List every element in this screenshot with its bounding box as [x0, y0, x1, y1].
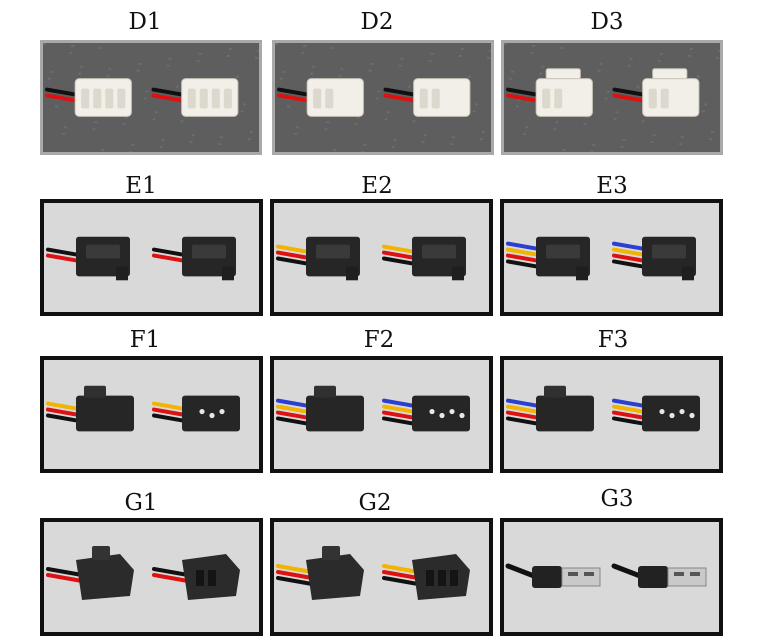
- connector-photo-art: [504, 203, 719, 312]
- connector-photo-art: [44, 360, 259, 469]
- connector-photo-art: [274, 522, 489, 632]
- label-D3: D3: [590, 9, 624, 35]
- connector-half: [506, 68, 593, 117]
- connector-half: [382, 554, 470, 600]
- connector-photo-art: [274, 203, 489, 312]
- photo-D3: [501, 40, 723, 155]
- connector-half: [46, 546, 134, 600]
- label-F1: F1: [129, 327, 161, 353]
- label-G1: G1: [124, 490, 158, 516]
- connector-photo-art: [44, 522, 259, 632]
- connector-half: [612, 395, 700, 432]
- photo-F1: [40, 356, 263, 473]
- connector-half: [152, 236, 236, 281]
- label-D1: D1: [128, 9, 162, 35]
- connector-photo-art: [504, 522, 719, 632]
- connector-photo-art: [275, 43, 491, 152]
- connector-half: [505, 563, 601, 588]
- connector-half: [152, 554, 240, 600]
- connector-half: [612, 68, 700, 117]
- connector-half: [383, 78, 471, 117]
- connector-half: [382, 236, 466, 281]
- photo-F2: [270, 356, 493, 473]
- connector-half: [276, 385, 364, 432]
- connector-half: [152, 395, 240, 432]
- connector-photo-art: [504, 360, 719, 469]
- photo-G1: [40, 518, 263, 636]
- connector-half: [45, 78, 132, 117]
- photo-F3: [500, 356, 723, 473]
- connector-half: [46, 236, 130, 281]
- connector-photo-art: [44, 203, 259, 312]
- label-E2: E2: [361, 173, 393, 199]
- connector-half: [506, 236, 590, 281]
- photo-G2: [270, 518, 493, 636]
- connector-half: [277, 78, 364, 117]
- label-E1: E1: [125, 173, 157, 199]
- label-G3: G3: [600, 486, 634, 512]
- connector-half: [382, 395, 470, 432]
- connector-photo-art: [43, 43, 259, 152]
- photo-D1: [40, 40, 262, 155]
- photo-G3: [500, 518, 723, 636]
- connector-half: [612, 236, 696, 281]
- photo-E3: [500, 199, 723, 316]
- connector-half: [46, 385, 134, 432]
- label-F2: F2: [363, 327, 395, 353]
- connector-half: [276, 546, 364, 600]
- label-D2: D2: [360, 9, 394, 35]
- photo-E1: [40, 199, 263, 316]
- photo-D2: [272, 40, 494, 155]
- label-G2: G2: [358, 490, 392, 516]
- photo-E2: [270, 199, 493, 316]
- connector-half: [276, 236, 360, 281]
- connector-half: [506, 385, 594, 432]
- connector-half: [611, 563, 707, 588]
- connector-photo-art: [274, 360, 489, 469]
- connector-photo-art: [504, 43, 720, 152]
- label-E3: E3: [596, 173, 628, 199]
- connector-half: [151, 78, 239, 117]
- label-F3: F3: [597, 327, 629, 353]
